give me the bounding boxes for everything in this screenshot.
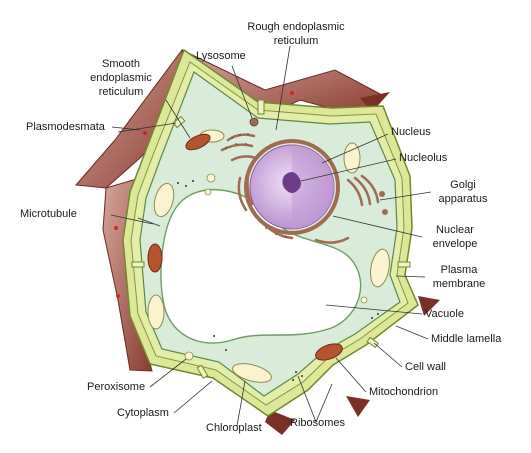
label-plasma-membrane-2: membrane — [432, 278, 486, 290]
label-chloroplast: Chloroplast — [206, 422, 262, 434]
label-ribosomes: Ribosomes — [290, 417, 346, 429]
plasmodesma — [131, 261, 145, 268]
mitochondrion — [185, 133, 211, 151]
neighbor-cell-right — [418, 296, 440, 316]
label-rough-er-2: reticulum — [273, 35, 319, 47]
leader-nucleus — [321, 133, 389, 164]
label-peroxisome: Peroxisome — [87, 381, 146, 393]
plasmodesma — [257, 99, 265, 115]
nuclear-envelope — [244, 139, 340, 235]
peroxisome — [184, 351, 194, 361]
chloroplast — [147, 294, 165, 330]
label-mitochondrion: Mitochondrion — [369, 386, 439, 398]
rough-er-dots — [225, 133, 287, 238]
label-lysosome: Lysosome — [196, 50, 246, 62]
leader-ribosomes-b — [315, 383, 333, 423]
leader-nucleolus — [300, 158, 397, 182]
ribosomes — [177, 180, 379, 381]
leader-mitochondrion — [335, 357, 367, 393]
leader-chloroplast — [236, 380, 246, 427]
label-golgi-1: Golgi — [450, 179, 476, 191]
plasmodesma-red-dot — [116, 294, 120, 298]
golgi-apparatus — [346, 174, 388, 215]
vesicles — [184, 173, 368, 361]
chloroplast — [370, 248, 390, 288]
plasmodesma — [366, 336, 379, 349]
leader-ribosomes-a — [297, 375, 317, 423]
label-plasmodesmata: Plasmodesmata — [26, 121, 105, 133]
leader-lysosome — [231, 65, 253, 119]
label-vacuole: Vacuole — [425, 308, 464, 320]
label-cytoplasm: Cytoplasm — [117, 407, 169, 419]
leader-peroxisome — [149, 358, 187, 388]
leader-cell-wall — [373, 342, 403, 368]
label-cell-wall: Cell wall — [405, 361, 446, 373]
leader-lines — [110, 45, 432, 427]
plasmodesma — [397, 261, 411, 268]
label-nuclear-envelope-2: envelope — [432, 238, 478, 250]
label-nucleolus: Nucleolus — [399, 152, 448, 164]
nucleus — [244, 139, 340, 235]
nucleolus — [282, 172, 301, 193]
leader-plasma-membrane — [395, 275, 426, 278]
label-plasma-membrane-1: Plasma — [440, 264, 478, 276]
label-smooth-er-2: endoplasmic — [90, 72, 152, 84]
label-middle-lamella: Middle lamella — [431, 333, 502, 345]
nucleus-cut-face — [292, 145, 334, 229]
label-microtubule: Microtubule — [20, 208, 77, 220]
label-nuclear-envelope-1: Nuclear — [436, 224, 474, 236]
leader-microtubule — [110, 214, 154, 225]
leader-rough-er — [275, 45, 291, 131]
mitochondrion — [147, 243, 163, 273]
neighbor-cell-upper-right — [360, 92, 390, 112]
label-nucleus: Nucleus — [391, 126, 431, 138]
mitochondria — [147, 133, 343, 361]
leader-plasmodesmata-b — [117, 122, 177, 133]
plasmodesma — [196, 364, 209, 379]
chloroplasts — [147, 129, 390, 383]
leader-middle-lamella — [395, 325, 429, 340]
leader-vacuole — [325, 304, 423, 315]
label-rough-er-1: Rough endoplasmic — [247, 21, 345, 33]
label-golgi-2: apparatus — [438, 193, 488, 205]
leader-cytoplasm — [173, 380, 213, 414]
chloroplast — [153, 182, 175, 218]
leader-golgi — [379, 191, 432, 201]
neighbor-cell-bottom-right — [346, 396, 370, 417]
microtubule — [137, 217, 161, 227]
leader-smooth-er — [165, 99, 191, 139]
label-smooth-er-3: reticulum — [98, 86, 144, 98]
plasmodesma-red-dot — [114, 226, 118, 230]
mitochondrion — [315, 343, 343, 361]
chloroplast — [232, 363, 272, 383]
plasmodesma-red-dot — [290, 91, 294, 95]
label-smooth-er-1: Smooth — [102, 58, 140, 70]
leader-nuclear-envelope — [332, 215, 423, 238]
chloroplast — [343, 142, 361, 174]
lysosome — [249, 117, 259, 127]
plasmodesma-red-dot — [143, 131, 147, 135]
neighbor-cell-bottom-left — [265, 410, 295, 435]
